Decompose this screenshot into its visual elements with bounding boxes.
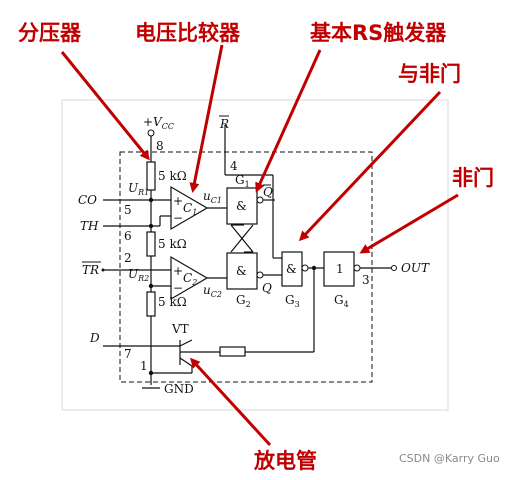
gate-g1 bbox=[226, 187, 258, 225]
g1-label: G1 bbox=[235, 173, 250, 189]
tr-terminal bbox=[101, 268, 105, 272]
c2-label: C2 bbox=[183, 271, 197, 287]
c2-minus: − bbox=[173, 281, 183, 295]
r1-label: 5 kΩ bbox=[158, 169, 187, 183]
annotation-rs-flipflop: 基本RS触发器 bbox=[310, 21, 447, 45]
co-label: CO bbox=[78, 193, 97, 207]
pin-co: 5 bbox=[124, 203, 132, 217]
reset-label: R bbox=[219, 117, 229, 131]
out-label: OUT bbox=[401, 261, 430, 275]
resistor-lower bbox=[146, 291, 156, 317]
figure-frame bbox=[61, 99, 449, 411]
g1-symbol: & bbox=[236, 199, 247, 213]
gate-g4-bubble bbox=[353, 264, 361, 272]
out-terminal bbox=[391, 265, 397, 271]
vcc-terminal bbox=[147, 129, 155, 137]
uc2-label: uC2 bbox=[203, 283, 222, 299]
d-label: D bbox=[89, 331, 100, 345]
qbar-label: Q bbox=[263, 185, 273, 199]
annotation-discharge-tube: 放电管 bbox=[253, 449, 317, 473]
q-label: Q bbox=[262, 281, 272, 295]
r2-label: 5 kΩ bbox=[158, 237, 187, 251]
gate-g1-bubble bbox=[256, 196, 264, 204]
comparator-c1 bbox=[170, 185, 209, 231]
g4-label: G4 bbox=[334, 293, 349, 309]
annotation-not-gate: 非门 bbox=[452, 166, 494, 190]
pin-tr: 2 bbox=[124, 251, 132, 265]
g2-label: G2 bbox=[236, 293, 251, 309]
pin-gnd: 1 bbox=[140, 359, 148, 373]
gnd-label: GND bbox=[164, 382, 194, 396]
gate-g3-bubble bbox=[301, 264, 309, 272]
r3-label: 5 kΩ bbox=[158, 295, 187, 309]
resistor-base bbox=[219, 346, 246, 357]
vcc-label: +VCC bbox=[143, 115, 174, 131]
c1-label: C1 bbox=[183, 201, 197, 217]
pin-th: 6 bbox=[124, 229, 132, 243]
comparator-c2 bbox=[170, 255, 209, 301]
chip-boundary bbox=[119, 151, 373, 383]
g2-symbol: & bbox=[236, 264, 247, 278]
g3-label: G3 bbox=[285, 293, 300, 309]
gate-g2 bbox=[226, 252, 258, 290]
pin-vcc: 8 bbox=[156, 139, 164, 153]
pin-d: 7 bbox=[124, 347, 132, 361]
pin-out: 3 bbox=[362, 273, 370, 287]
c1-plus: + bbox=[173, 194, 183, 208]
tr-label: TR bbox=[82, 263, 99, 277]
wires bbox=[103, 125, 392, 389]
annotation-arrows bbox=[60, 44, 459, 447]
annotation-nand-gate: 与非门 bbox=[398, 62, 461, 86]
g4-symbol: 1 bbox=[336, 262, 344, 276]
pin-reset: 4 bbox=[230, 159, 238, 173]
ur1-label: UR1 bbox=[128, 181, 149, 197]
c2-plus: + bbox=[173, 264, 183, 278]
gate-g2-bubble bbox=[256, 271, 264, 279]
vt-label: VT bbox=[171, 322, 189, 336]
g3-symbol: & bbox=[286, 262, 297, 276]
resistor-middle bbox=[146, 231, 156, 257]
uc1-label: uC1 bbox=[203, 189, 222, 205]
c1-minus: − bbox=[173, 211, 183, 225]
resistor-upper bbox=[146, 161, 156, 191]
th-label: TH bbox=[80, 219, 99, 233]
watermark: CSDN @Karry Guo bbox=[399, 452, 500, 465]
annotation-comparator: 电压比较器 bbox=[135, 21, 241, 45]
ur2-label: UR2 bbox=[128, 267, 149, 283]
gate-g4 bbox=[323, 251, 355, 287]
annotation-voltage-divider: 分压器 bbox=[18, 21, 82, 45]
junction-dots bbox=[148, 197, 317, 376]
